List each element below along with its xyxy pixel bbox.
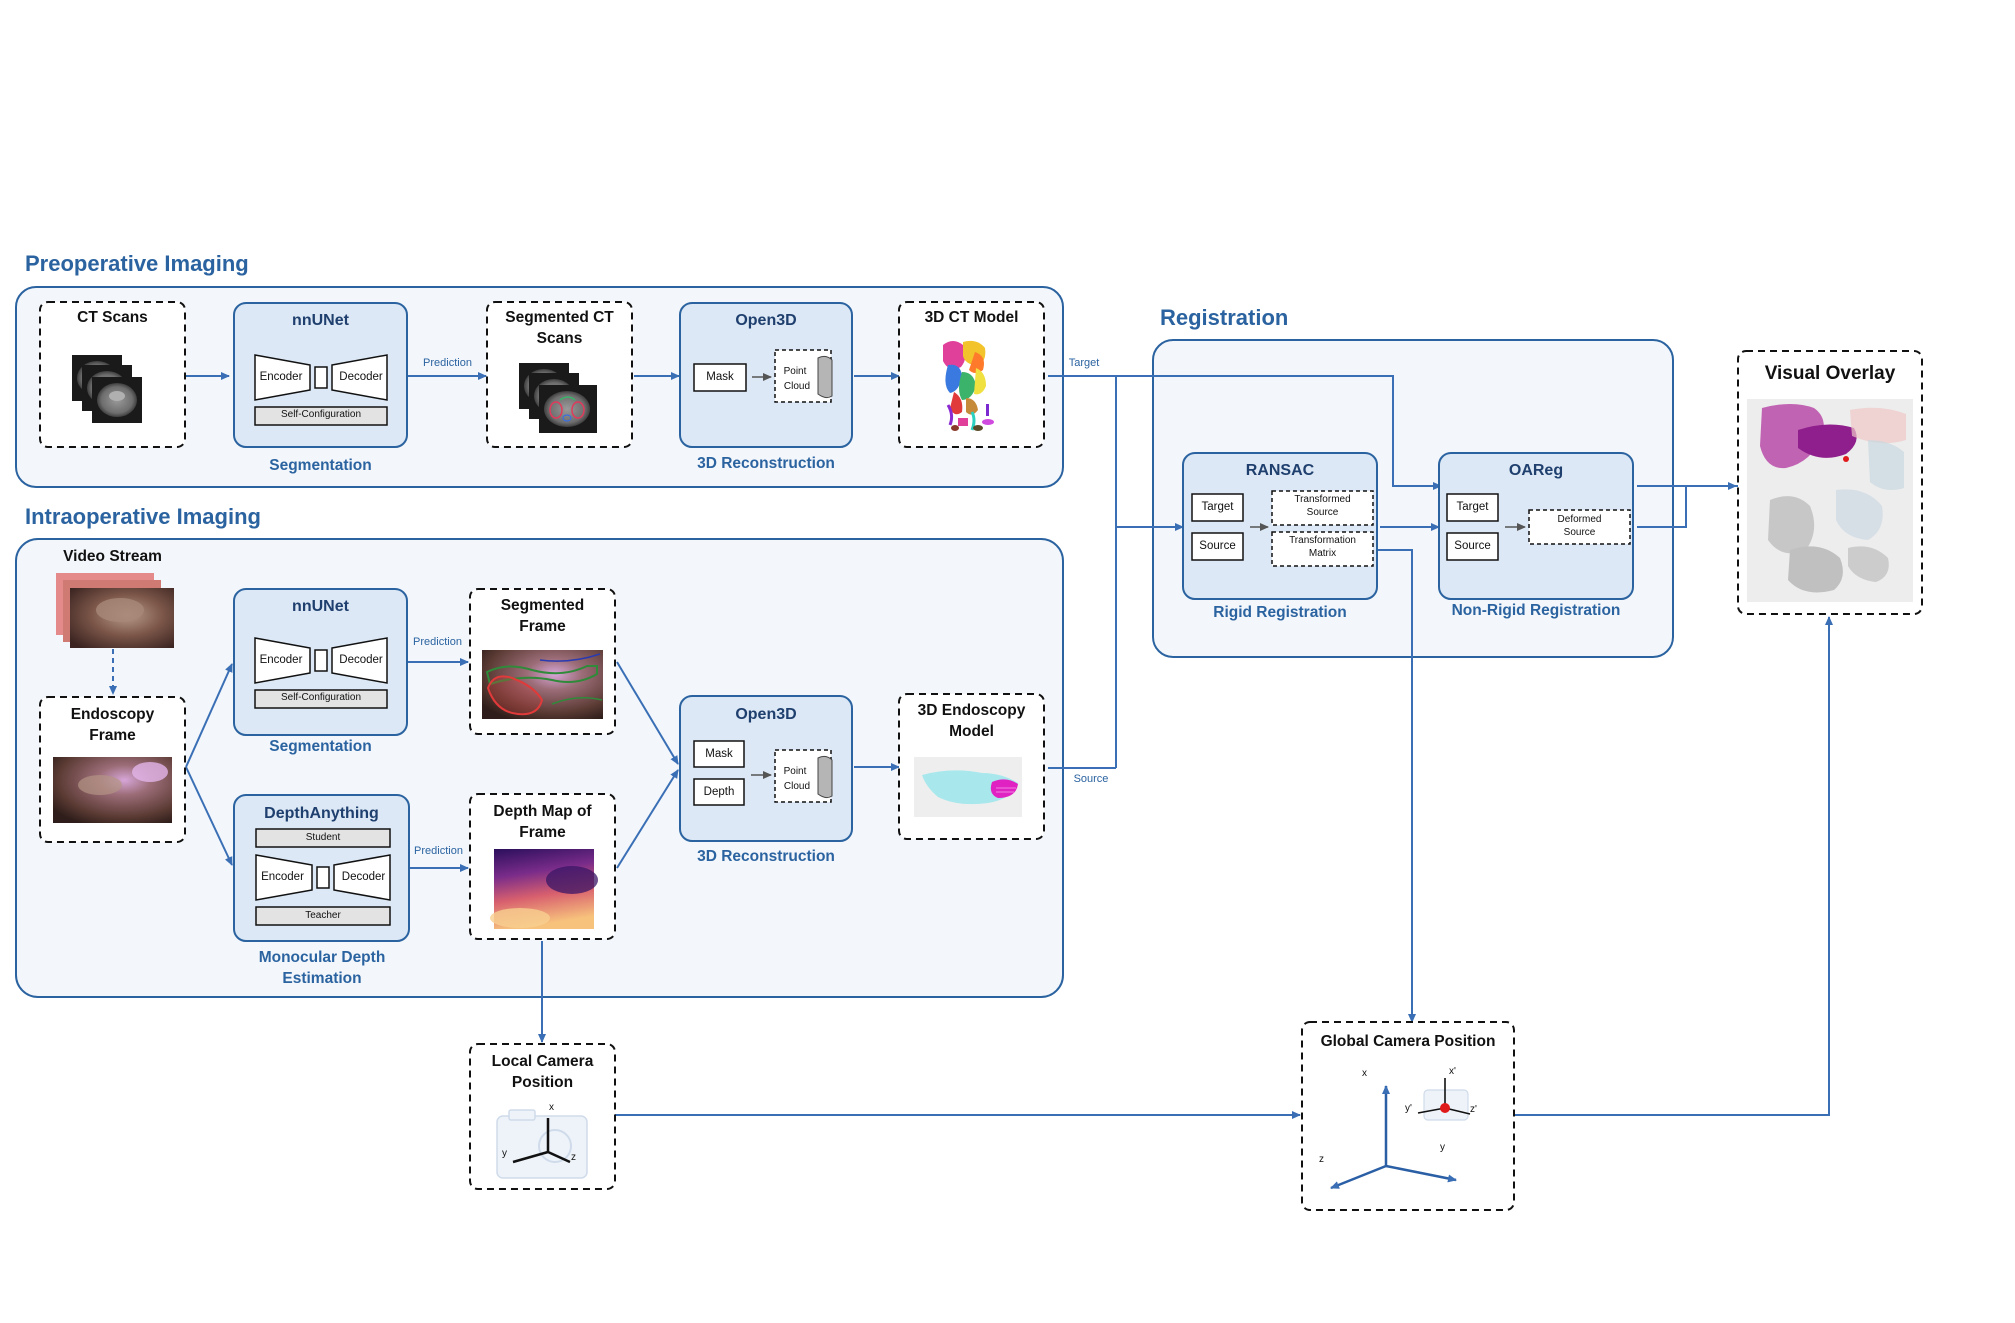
decoder-trapezoid: [331, 354, 388, 401]
prediction-preop-label: Prediction: [423, 357, 472, 369]
mask-preop-label: Mask: [706, 371, 734, 383]
camera-axis-x-prime: x': [1449, 1066, 1456, 1077]
segmented-frame-title-line1: Segmented: [500, 597, 585, 614]
preoperative-section-title: Preoperative Imaging: [25, 251, 249, 276]
student-label: Student: [305, 832, 341, 843]
encoder-label: Encoder: [259, 371, 303, 383]
decoder-intraop-label: Decoder: [339, 654, 383, 666]
depth-map-image: [490, 849, 598, 929]
source-edge-label: Source: [1073, 773, 1109, 785]
local-axis-x: x: [549, 1102, 554, 1113]
segmented-frame-title-line2: Frame: [519, 618, 566, 635]
endoscopy-model-title-line1: 3D Endoscopy: [917, 702, 1026, 719]
point-cloud-preop-label-2: Cloud: [783, 381, 811, 392]
self-configuration-intraop-label: Self-Configuration: [280, 692, 362, 703]
teacher-label: Teacher: [305, 910, 341, 921]
segmented-ct-title-line1: Segmented CT: [505, 309, 614, 326]
transformation-matrix-line1: Transformation: [1289, 535, 1356, 546]
depth-encoder-label: Encoder: [261, 871, 304, 883]
ct-scan-stack-image: [72, 355, 142, 423]
nonrigid-registration-caption: Non-Rigid Registration: [1451, 602, 1621, 619]
oareg-title: OAReg: [1508, 462, 1564, 479]
local-camera-axes-icon: [496, 1109, 588, 1179]
reconstruction-intraop-caption: 3D Reconstruction: [697, 848, 835, 865]
depth-decoder-label: Decoder: [341, 871, 386, 883]
depthanything-title: DepthAnything: [264, 805, 379, 822]
local-camera-title-line2: Position: [511, 1074, 574, 1091]
self-configuration-label: Self-Configuration: [280, 409, 362, 420]
transformation-matrix-line2: Matrix: [1308, 548, 1337, 559]
segmented-ct-stack-image: [519, 363, 597, 433]
decoder-label: Decoder: [339, 371, 383, 383]
intraoperative-section-title: Intraoperative Imaging: [25, 504, 261, 529]
ct-model-image: [943, 340, 994, 431]
target-edge-label: Target: [1068, 357, 1100, 369]
nnunet-preop-title: nnUNet: [292, 312, 349, 329]
video-stream-image: [56, 573, 174, 648]
nnunet-intraop-title: nnUNet: [292, 598, 349, 615]
segmented-ct-title-line2: Scans: [536, 330, 583, 347]
endoscopy-model-title-line2: Model: [949, 723, 994, 740]
point-cloud-intraop-label-1: Point: [783, 766, 807, 777]
ct-scans-title: CT Scans: [77, 309, 148, 326]
camera-axis-y-prime: y': [1405, 1103, 1412, 1114]
segmentation-intraop-caption: Segmentation: [269, 738, 372, 755]
visual-overlay-title: Visual Overlay: [1764, 363, 1896, 384]
ct-model-title: 3D CT Model: [924, 309, 1019, 326]
ct-model-box: [898, 301, 1045, 448]
segmented-frame-image: [482, 650, 603, 719]
deformed-source-line1: Deformed: [1557, 514, 1602, 525]
depth-input-label: Depth: [703, 786, 735, 798]
mask-intraop-label: Mask: [705, 748, 733, 760]
registration-section-title: Registration: [1160, 305, 1289, 330]
point-cloud-preop-label-1: Point: [783, 366, 807, 377]
endoscopy-model-image: [914, 757, 1022, 817]
local-axis-y: y: [502, 1148, 507, 1159]
prediction-intraop-label-1: Prediction: [413, 636, 462, 648]
ransac-source-label: Source: [1199, 540, 1236, 552]
ransac-target-label: Target: [1201, 501, 1234, 513]
local-camera-title-line1: Local Camera: [491, 1053, 594, 1070]
depth-caption-line2: Estimation: [282, 970, 362, 987]
depth-map-title-line2: Frame: [519, 824, 566, 841]
point-cloud-intraop-label-2: Cloud: [783, 781, 811, 792]
local-axis-z: z: [571, 1152, 576, 1163]
open3d-intraop-title: Open3D: [735, 706, 797, 723]
encoder-trapezoid: [254, 354, 311, 401]
visual-overlay-image: [1747, 399, 1913, 602]
global-axis-z: z: [1319, 1154, 1324, 1165]
camera-axis-z-prime: z': [1470, 1104, 1477, 1115]
segmentation-preop-caption: Segmentation: [269, 457, 372, 474]
transformed-source-line2: Source: [1306, 507, 1339, 518]
endoscopy-frame-title-line2: Frame: [89, 727, 136, 744]
global-axis-y: y: [1440, 1142, 1445, 1153]
reconstruction-preop-caption: 3D Reconstruction: [697, 455, 835, 472]
global-camera-box: [1301, 1021, 1515, 1211]
ransac-title: RANSAC: [1245, 462, 1315, 479]
prediction-intraop-label-2: Prediction: [414, 845, 463, 857]
depth-caption-line1: Monocular Depth: [258, 949, 386, 966]
global-axis-x: x: [1362, 1068, 1367, 1079]
encoder-intraop-label: Encoder: [259, 654, 303, 666]
oareg-target-label: Target: [1456, 501, 1489, 513]
rigid-registration-caption: Rigid Registration: [1213, 604, 1347, 621]
open3d-preop-title: Open3D: [735, 312, 797, 329]
global-camera-title: Global Camera Position: [1320, 1033, 1496, 1050]
oareg-source-label: Source: [1454, 540, 1491, 552]
endoscopy-frame-image: [53, 757, 172, 823]
video-stream-title: Video Stream: [63, 548, 162, 565]
deformed-source-line2: Source: [1563, 527, 1596, 538]
depth-map-title-line1: Depth Map of: [493, 803, 592, 820]
connectors: [109, 372, 1833, 1119]
transformed-source-line1: Transformed: [1294, 494, 1351, 505]
global-camera-axes-icon: [1330, 1078, 1471, 1190]
endoscopy-frame-title-line1: Endoscopy: [70, 706, 155, 723]
